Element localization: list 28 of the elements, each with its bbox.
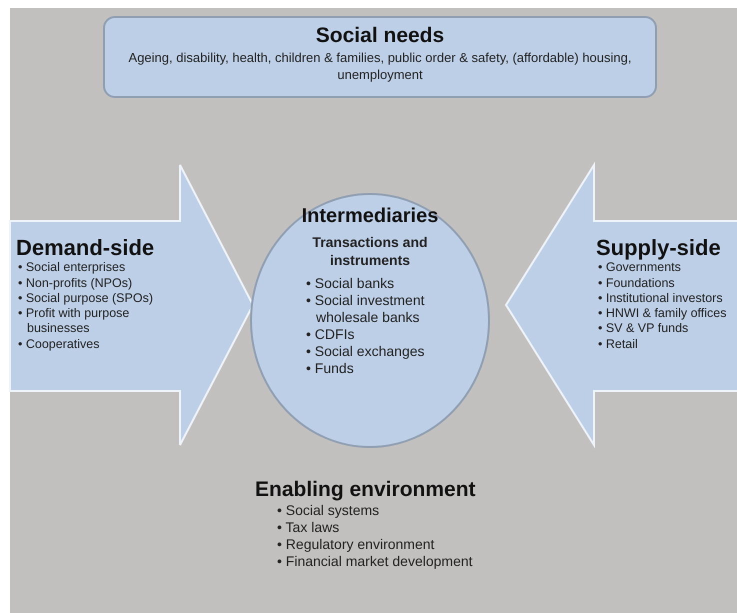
list-item: • Social banks <box>306 275 396 292</box>
list-item: • Social exchanges <box>306 343 426 360</box>
description: Ageing, disability, health, children & families, public order & safety, (affordable) housing, unemployment <box>128 50 632 84</box>
list-item: • HNWI & family offices <box>598 306 728 322</box>
heading: Supply-side <box>596 235 722 260</box>
subheading: Transactions and instruments <box>311 234 429 269</box>
list-item: • Social investment wholesale banks <box>306 292 426 326</box>
list-item: • SV & VP funds <box>598 321 690 337</box>
heading: Demand-side <box>16 235 156 260</box>
list-item: • Governments <box>598 260 682 276</box>
list-item: • Non-profits (NPOs) <box>18 276 134 291</box>
list-item: • CDFIs <box>306 326 356 344</box>
list-item: • Regulatory environment <box>277 536 436 554</box>
list-item: • Cooperatives <box>18 336 101 352</box>
list-item: • Profit with purpose businesses <box>18 306 130 337</box>
list-item: • Social enterprises <box>18 260 126 276</box>
list-item: • Foundations <box>598 276 676 291</box>
list-item: • Social systems <box>277 502 380 520</box>
rounded-box <box>103 16 657 98</box>
list-item: • Social purpose (SPOs) <box>18 290 154 306</box>
list-item: • Funds <box>306 360 355 378</box>
list-item: • Tax laws <box>277 519 340 536</box>
list-item: • Financial market development <box>277 553 474 570</box>
list-item: • Institutional investors <box>598 290 724 306</box>
heading: Social needs <box>314 24 446 48</box>
heading: Enabling environment <box>255 478 477 502</box>
heading: Intermediaries <box>300 205 440 228</box>
list-item: • Retail <box>598 336 639 352</box>
